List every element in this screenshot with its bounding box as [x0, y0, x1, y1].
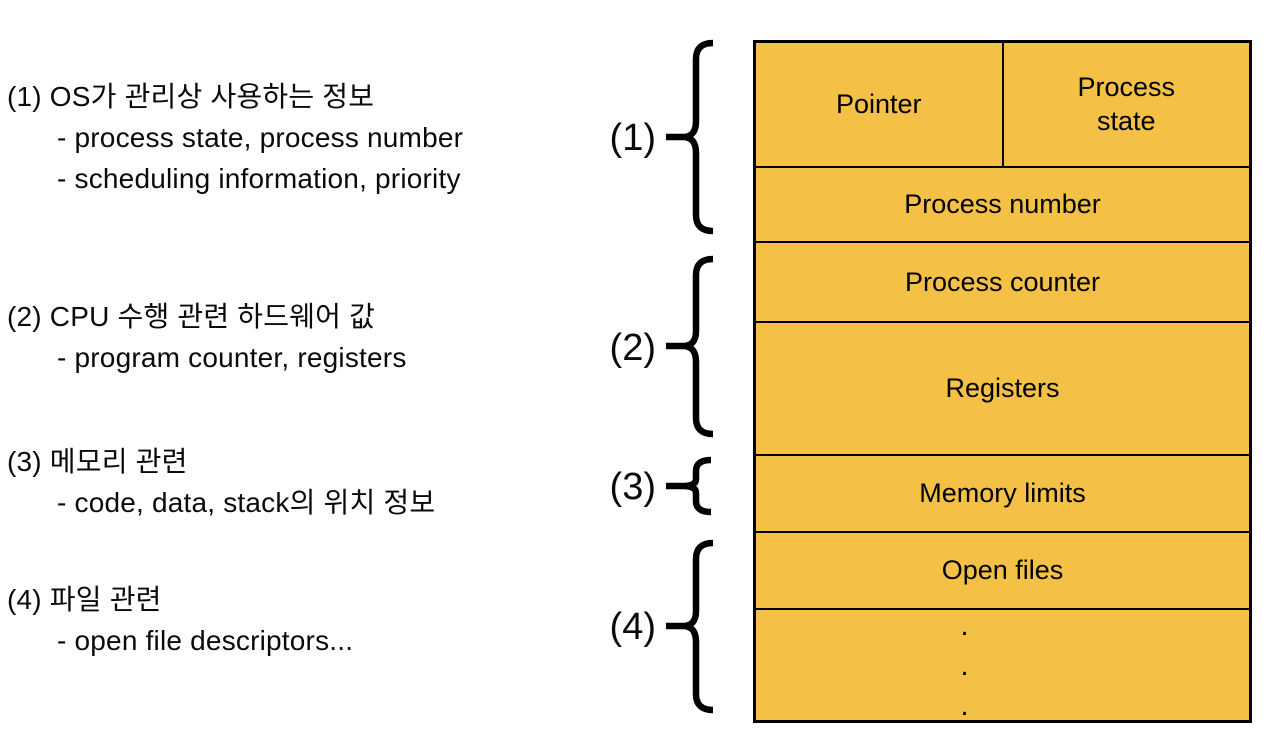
cell-label: Open files	[941, 555, 1064, 585]
pcb-cell-ellipsis: . . .	[718, 610, 1211, 720]
annotation-block-1: (1) OS가 관리상 사용하는 정보 - process state, pro…	[7, 76, 607, 199]
cell-label: Process number	[904, 189, 1101, 219]
annotation-heading: (3) 메모리 관련	[7, 446, 188, 477]
annotation-detail: - program counter, registers	[57, 342, 407, 373]
pcb-cell-process-state: Process state	[1004, 43, 1250, 166]
curly-brace-icon	[663, 255, 717, 438]
cell-label: Pointer	[835, 89, 922, 119]
ellipsis-dot: .	[960, 648, 969, 682]
brace-label: (2)	[609, 327, 656, 369]
curly-brace-icon	[663, 39, 717, 235]
curly-brace-icon	[663, 456, 717, 516]
cell-label: Process state	[1077, 71, 1176, 136]
pcb-cell-open-files: Open files	[756, 533, 1249, 610]
annotation-detail: - open file descriptors...	[57, 625, 354, 656]
annotation-detail: - code, data, stack의 위치 정보	[57, 487, 436, 518]
pcb-cell-registers: Registers	[756, 323, 1249, 456]
ellipsis-dot: .	[960, 688, 969, 722]
brace-label: (3)	[609, 466, 656, 508]
ellipsis-dot: .	[960, 608, 969, 642]
cell-label: Process counter	[904, 266, 1101, 297]
annotation-block-2: (2) CPU 수행 관련 하드웨어 값 - program counter, …	[7, 296, 607, 378]
table-row: Pointer Process state	[756, 43, 1249, 168]
annotation-block-3: (3) 메모리 관련 - code, data, stack의 위치 정보	[7, 441, 607, 523]
annotation-block-4: (4) 파일 관련 - open file descriptors...	[7, 579, 607, 661]
annotation-heading: (4) 파일 관련	[7, 584, 162, 615]
brace-label: (1)	[609, 117, 656, 159]
curly-brace-icon	[663, 539, 717, 714]
brace-label: (4)	[609, 606, 656, 648]
annotation-detail: - process state, process number	[57, 122, 464, 153]
pcb-cell-process-counter: Process counter	[756, 243, 1249, 323]
pcb-cell-process-number: Process number	[756, 168, 1249, 243]
annotation-detail: - scheduling information, priority	[57, 163, 461, 194]
annotation-heading: (1) OS가 관리상 사용하는 정보	[7, 81, 375, 112]
pcb-cell-memory-limits: Memory limits	[756, 456, 1249, 533]
pcb-cell-pointer: Pointer	[756, 43, 1004, 166]
annotation-heading: (2) CPU 수행 관련 하드웨어 값	[7, 301, 376, 332]
cell-label: Memory limits	[919, 478, 1086, 508]
pcb-table: Pointer Process state Process number Pro…	[753, 40, 1252, 723]
cell-label: Registers	[945, 373, 1060, 403]
